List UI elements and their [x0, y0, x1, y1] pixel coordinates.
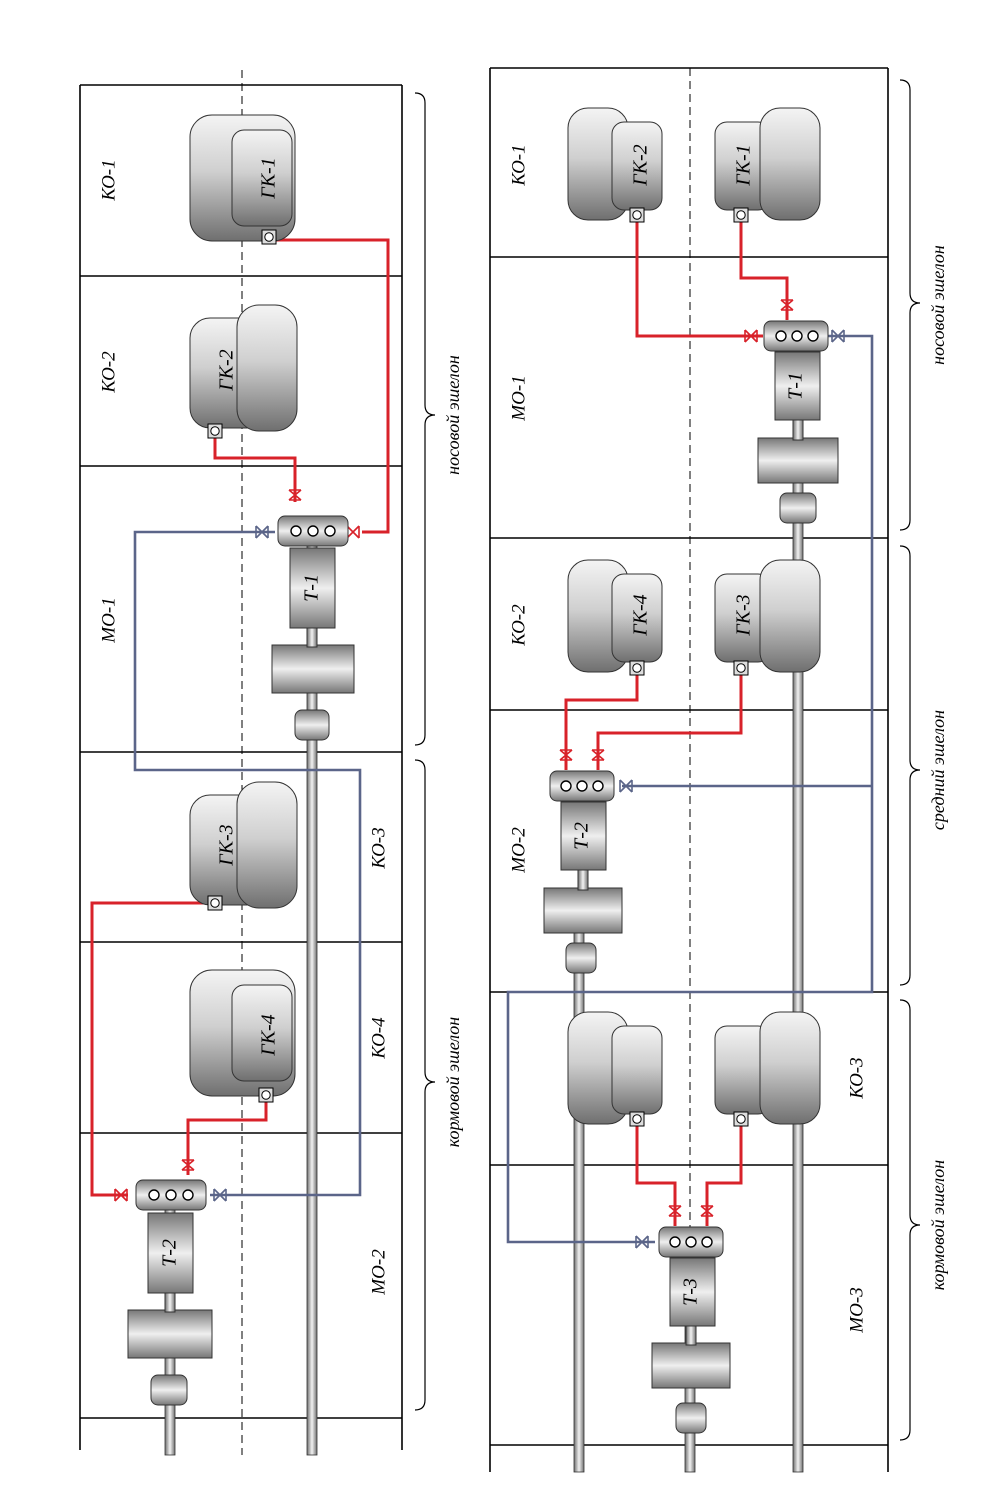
right-boiler-gk2: ГК-2 — [567, 107, 663, 223]
left-valves — [114, 489, 360, 1202]
right-shaft-2 — [573, 899, 585, 1473]
left-turbine-t2: Т-2 — [127, 1179, 213, 1406]
left-compartment-mo1: МО-1 — [98, 597, 119, 643]
left-turbine-t1-label: Т-1 — [301, 574, 323, 602]
left-compartment-ko4: КО-4 — [368, 1017, 389, 1060]
right-steam-pipes — [564, 222, 789, 1226]
right-boiler-gk3: ГК-3 — [714, 559, 821, 676]
right-boiler-gk3-label: ГК-3 — [733, 594, 755, 636]
left-boiler-gk4-label: ГК-4 — [258, 1014, 280, 1056]
left-turbine-t1: Т-1 — [271, 515, 355, 741]
right-boiler-gk1-label: ГК-1 — [733, 144, 755, 186]
right-valves — [559, 299, 845, 1249]
left-boiler-gk2: ГК-2 — [189, 304, 298, 439]
right-turbine-t3-label: Т-3 — [680, 1278, 702, 1306]
left-turbine-t2-label: Т-2 — [159, 1239, 181, 1267]
left-echelon-stern: кормовой эшелон — [443, 1017, 463, 1148]
right-boiler-gk2-label: ГК-2 — [630, 144, 652, 186]
left-echelon-braces — [414, 92, 436, 1411]
left-boiler-gk3-label: ГК-3 — [216, 824, 238, 866]
right-boiler-stern-a — [567, 1011, 663, 1127]
left-compartment-ko1: КО-1 — [98, 159, 119, 201]
right-exhaust-pipes — [506, 334, 874, 1244]
right-diagram: ГК-2 ГК-1 ГК-4 ГК-3 — [489, 67, 948, 1473]
right-echelon-middle: средний эшелон — [928, 710, 948, 830]
right-echelon-bow: носовой эшелон — [928, 245, 948, 365]
left-frame — [79, 84, 403, 1450]
right-echelon-braces — [899, 79, 921, 1441]
left-steam-pipes — [90, 238, 390, 1197]
right-turbine-t1-label: Т-1 — [785, 372, 807, 400]
right-turbine-t1: Т-1 — [757, 320, 839, 524]
right-compartment-mo2: МО-2 — [508, 827, 529, 874]
right-compartment-mo3: МО-3 — [846, 1287, 867, 1333]
left-compartment-mo2: МО-2 — [368, 1249, 389, 1296]
right-echelon-stern: кормовой эшелон — [928, 1160, 948, 1291]
left-diagram: ГК-1 ГК-2 ГК-3 ГК-4 — [79, 70, 463, 1456]
right-compartment-mo1: МО-1 — [508, 375, 529, 421]
right-boiler-gk4: ГК-4 — [567, 559, 663, 676]
left-boiler-gk1-label: ГК-1 — [258, 157, 280, 199]
right-boiler-stern-b — [714, 1011, 821, 1127]
right-boiler-gk4-label: ГК-4 — [630, 594, 652, 636]
left-boiler-gk4: ГК-4 — [189, 969, 296, 1103]
right-turbine-t2-label: Т-2 — [571, 822, 593, 850]
right-compartment-ko3: КО-3 — [846, 1057, 867, 1099]
right-boiler-gk1: ГК-1 — [714, 107, 821, 223]
left-echelon-bow: носовой эшелон — [443, 355, 463, 475]
left-compartment-ko2: КО-2 — [98, 351, 119, 394]
right-compartment-ko1: КО-1 — [508, 144, 529, 186]
left-compartment-ko3: КО-3 — [368, 827, 389, 869]
left-exhaust-pipes — [133, 530, 362, 1197]
left-boiler-gk2-label: ГК-2 — [216, 349, 238, 391]
left-boiler-gk1: ГК-1 — [189, 114, 296, 245]
right-compartment-ko2: КО-2 — [508, 604, 529, 647]
right-turbine-t3: Т-3 — [651, 1226, 731, 1434]
right-turbine-t2: Т-2 — [543, 770, 623, 974]
left-boiler-gk3: ГК-3 — [189, 781, 298, 911]
